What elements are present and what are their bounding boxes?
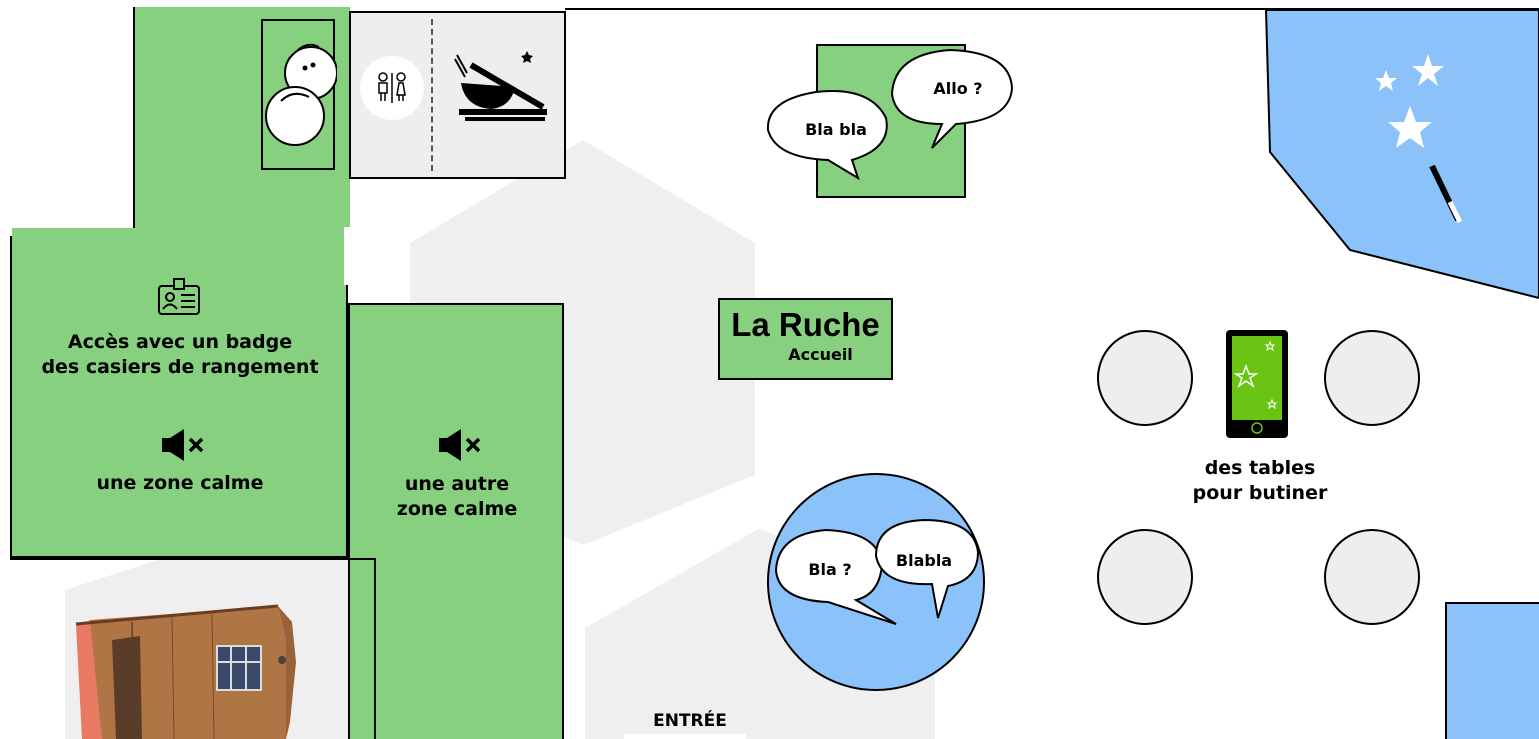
table (1324, 529, 1420, 625)
tables-label-1: des tables (1204, 457, 1316, 479)
star-icon (1375, 54, 1444, 148)
divider-dashed (431, 19, 433, 171)
entrance-label: ENTRÉE (653, 711, 727, 731)
dishes-icon (454, 51, 547, 121)
meeting-circle[interactable] (764, 472, 988, 696)
phone-bubble-1: Bla bla (805, 120, 867, 139)
badge-icon (158, 278, 200, 315)
mute-icon (162, 429, 204, 461)
quiet-zone-2-label-2: zone calme (396, 498, 518, 520)
badge-zone-label-2: des casiers de rangement (41, 356, 319, 378)
toilet-icon (360, 56, 424, 120)
tiny-house-area (10, 558, 376, 739)
tables-area (1097, 330, 1420, 625)
chat-bubble-icon (766, 48, 1014, 181)
quiet-zone-label: une zone calme (96, 472, 264, 494)
page-title: La Ruche (731, 306, 880, 343)
corridor-gap (344, 227, 350, 285)
tables-label-2: pour butiner (1192, 482, 1328, 504)
badge-zone-label-1: Accès avec un badge (67, 331, 293, 353)
facilities-box (349, 11, 566, 179)
entrance-door[interactable] (624, 734, 746, 739)
room-wall-top (565, 8, 1539, 10)
tiny-house-image (75, 604, 296, 739)
meeting-bubble-1: Bla ? (808, 560, 852, 579)
lockers-box (261, 19, 338, 170)
quiet-zone-2[interactable] (348, 303, 564, 739)
magic-wand-icon (1429, 164, 1463, 224)
meeting-bubble-2: Blabla (895, 551, 953, 570)
magic-zone[interactable] (1260, 8, 1539, 308)
title-box: La Ruche Accueil (718, 298, 893, 380)
people-icon (265, 43, 338, 146)
mute-icon-2 (439, 429, 481, 461)
badge-zone-connector (12, 228, 346, 244)
blue-zone-corner[interactable] (1445, 602, 1539, 739)
phone-bubble-2: Allo ? (933, 79, 983, 98)
table (1324, 330, 1420, 426)
table (1097, 529, 1193, 625)
phone-icon (1226, 330, 1288, 438)
page-subtitle: Accueil (788, 345, 853, 364)
table (1097, 330, 1193, 426)
quiet-zone-2-label-1: une autre (404, 473, 510, 495)
